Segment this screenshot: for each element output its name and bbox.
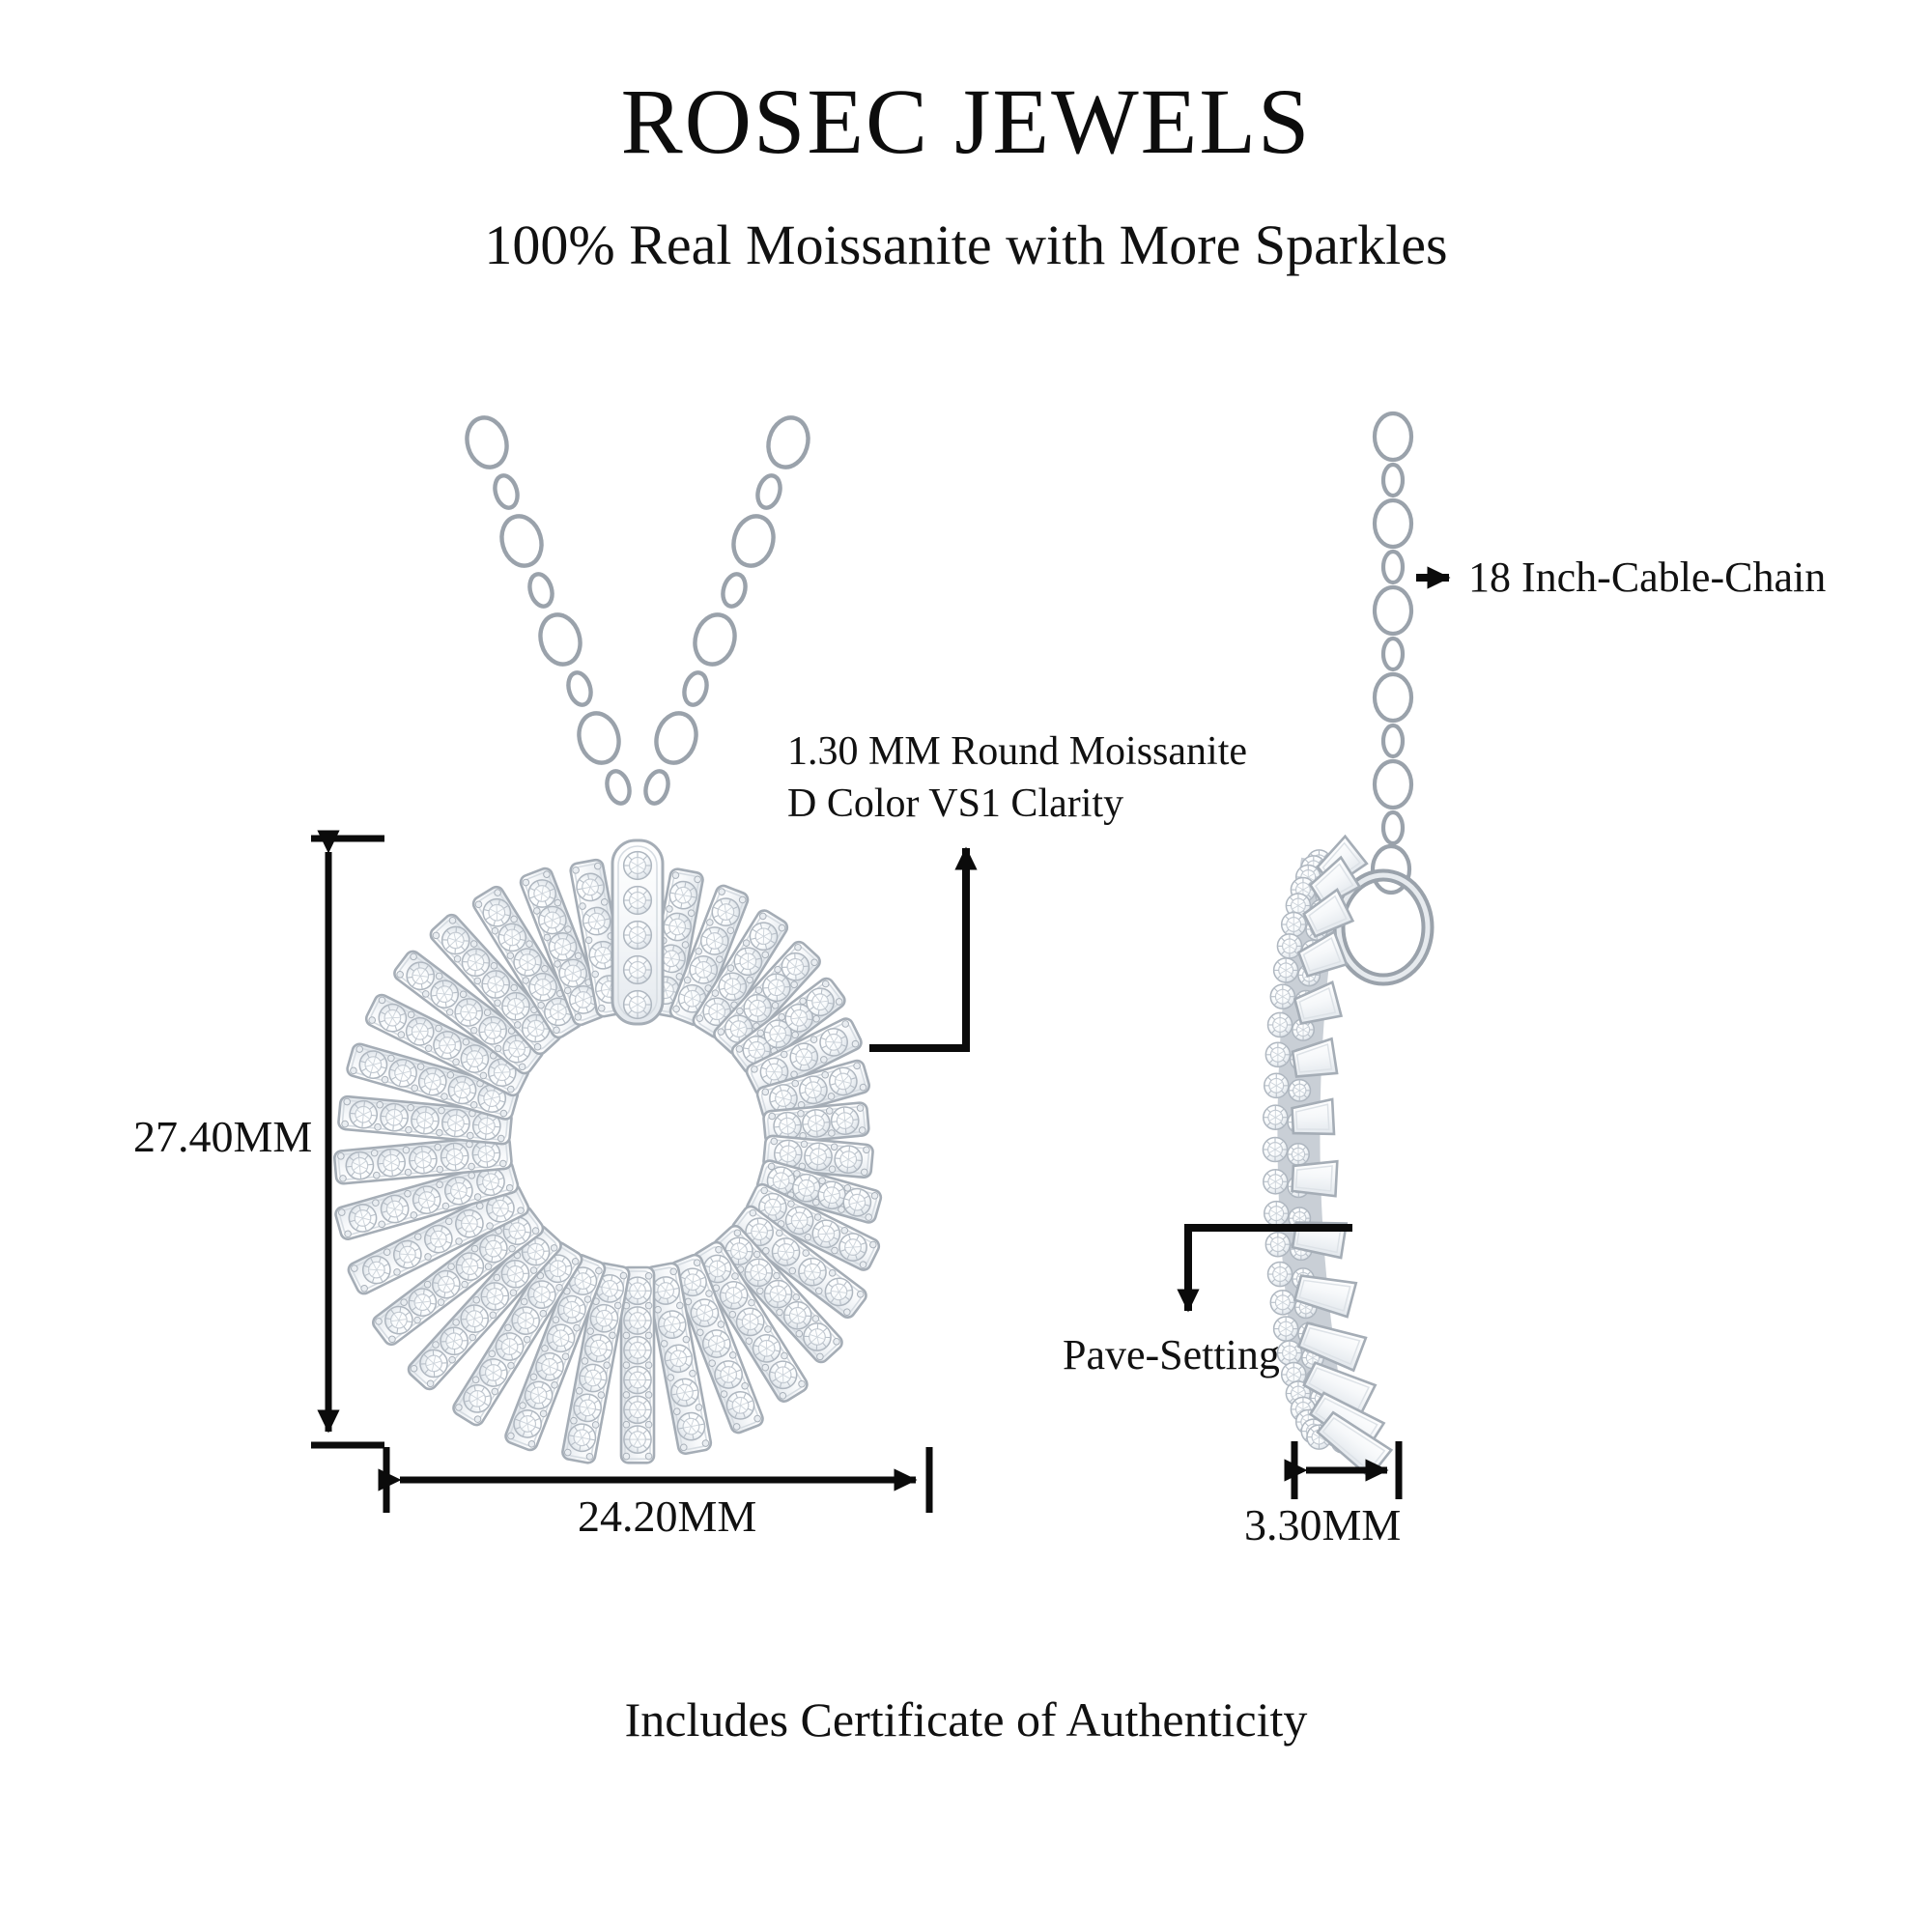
- certificate-note: Includes Certificate of Authenticity: [624, 1692, 1308, 1747]
- dimension-width-label: 24.20MM: [578, 1492, 757, 1541]
- cable-chain-side: [1373, 413, 1411, 893]
- dimension-width: [378, 1447, 929, 1513]
- dimension-depth-label: 3.30MM: [1244, 1500, 1402, 1549]
- dimension-height-label: 27.40MM: [133, 1112, 313, 1161]
- cable-chain-front-right: [642, 412, 814, 806]
- cable-chain-front-left: [462, 412, 634, 806]
- annotation-chain: 18 Inch-Cable-Chain: [1468, 554, 1827, 601]
- pendant-front-view: [334, 840, 883, 1464]
- leader-stone: [869, 846, 978, 1048]
- annotation-stone-line2: D Color VS1 Clarity: [787, 781, 1124, 826]
- dimension-height: [311, 830, 384, 1445]
- annotation-stone-line1: 1.30 MM Round Moissanite: [787, 729, 1248, 774]
- page-title: ROSEC JEWELS: [620, 70, 1312, 173]
- leader-pave: [1177, 1228, 1352, 1313]
- page-subtitle: 100% Real Moissanite with More Sparkles: [484, 213, 1448, 276]
- dimension-depth: [1284, 1441, 1399, 1499]
- annotation-stone-spec: 1.30 MM Round Moissanite D Color VS1 Clar…: [787, 726, 1247, 831]
- annotation-setting: Pave-Setting: [1063, 1331, 1280, 1378]
